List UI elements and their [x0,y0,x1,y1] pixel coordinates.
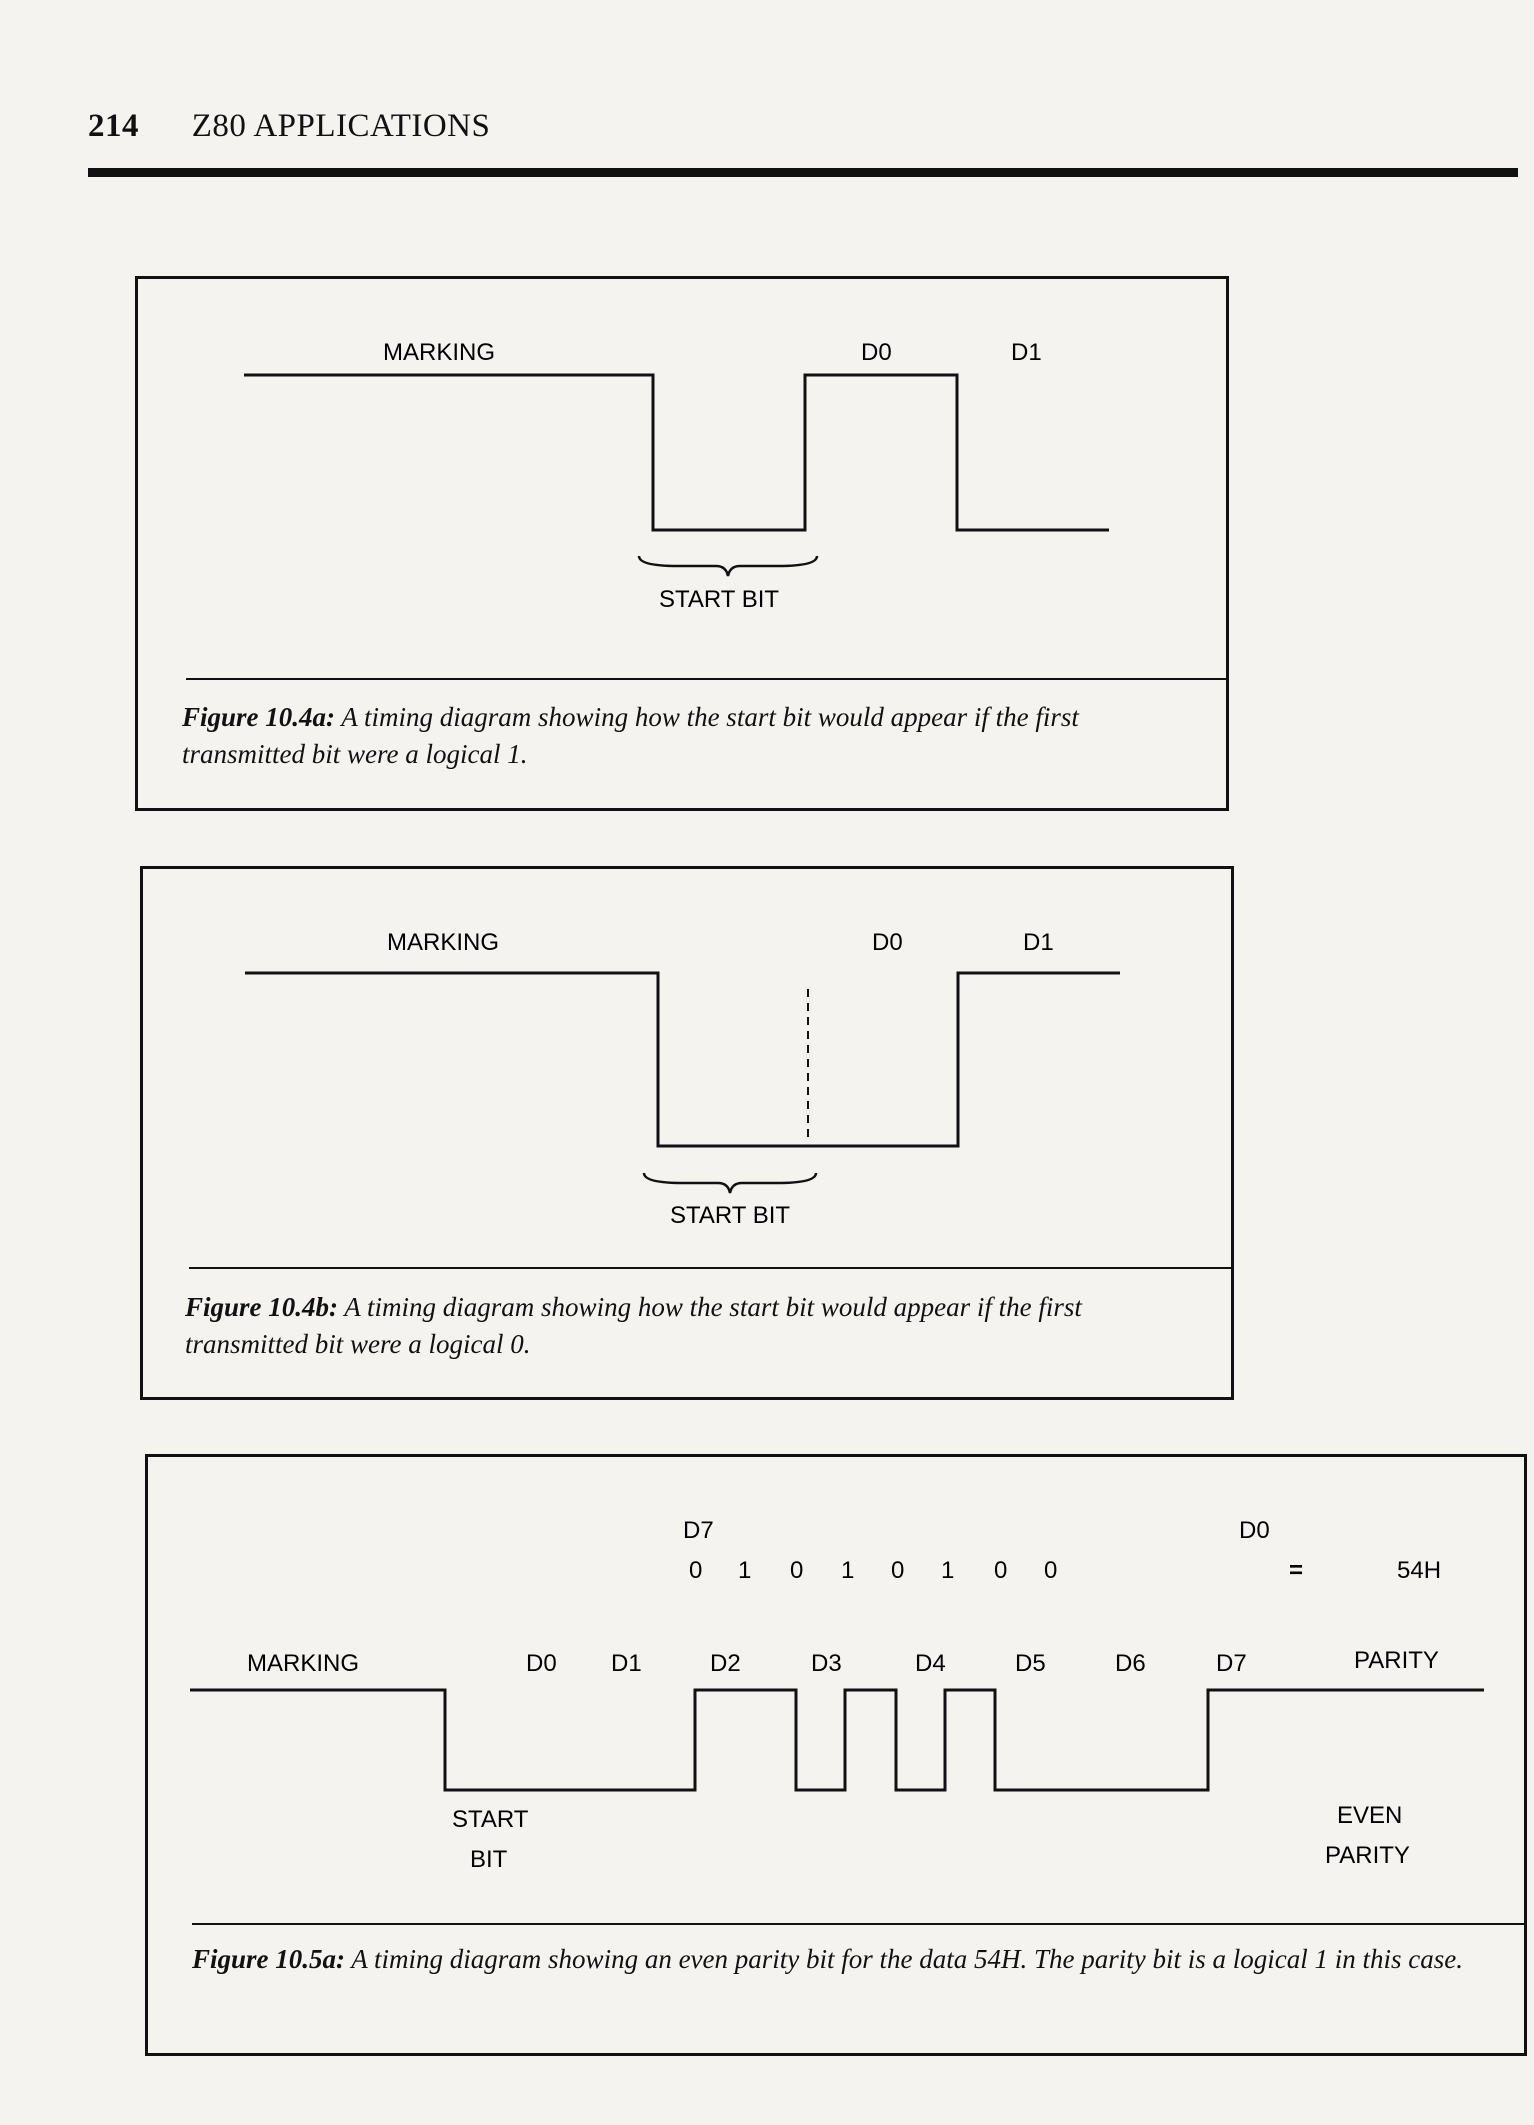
label-d0: D0 [872,929,903,956]
figure-caption: Figure 10.4a: A timing diagram showing h… [182,699,1192,773]
caption-text: A timing diagram showing how the start b… [185,1292,1082,1359]
data-bit: 0 [994,1557,1007,1584]
caption-text: A timing diagram showing how the start b… [182,702,1079,769]
data-bit: 0 [1044,1557,1057,1584]
caption-text: A timing diagram showing an even parity … [351,1944,1463,1974]
data-bit: 1 [941,1557,954,1584]
data-bits-row: 0 1 0 1 0 1 0 0 [689,1557,1057,1584]
figure-caption: Figure 10.5a: A timing diagram showing a… [192,1941,1512,1978]
caption-separator [186,678,1228,680]
label-marking: MARKING [387,929,499,956]
bit-name-d0: D0 [526,1650,557,1677]
caption-label: Figure 10.5a: [192,1944,346,1974]
data-bit: 0 [891,1557,904,1584]
data-bit: 1 [738,1557,751,1584]
label-even-parity: PARITY [1325,1842,1410,1869]
bit-name-d4: D4 [915,1650,946,1677]
figure-10-4a: MARKING D0 D1 START BIT Figure 10.4a: A … [135,276,1229,811]
hex-value: 54H [1397,1557,1441,1584]
start-bit-brace [642,1172,818,1194]
label-even: EVEN [1337,1802,1402,1829]
signal-waveform [244,373,1109,532]
label-start: START [452,1806,529,1833]
bit-name-d2: D2 [710,1650,741,1677]
header-rule [88,168,1518,177]
equals-sign: = [1289,1557,1303,1584]
bit-name-d5: D5 [1015,1650,1046,1677]
running-title: Z80 APPLICATIONS [191,108,491,144]
data-bit: 0 [790,1557,803,1584]
page-number: 214 [88,108,139,144]
label-start-bit: BIT [470,1846,508,1873]
label-lsb: D0 [1239,1517,1270,1544]
bit-name-d6: D6 [1115,1650,1146,1677]
caption-label: Figure 10.4b: [185,1292,339,1322]
bit-name-d1: D1 [611,1650,642,1677]
figure-10-4b: MARKING D0 D1 START BIT Figure 10.4b: A … [140,866,1234,1400]
figure-caption: Figure 10.4b: A timing diagram showing h… [185,1289,1195,1363]
caption-separator [192,1923,1526,1925]
bit-name-d3: D3 [811,1650,842,1677]
caption-label: Figure 10.4a: [182,702,336,732]
signal-waveform [245,971,1120,1148]
caption-separator [189,1267,1231,1269]
label-marking: MARKING [383,339,495,366]
bit-name-d7: D7 [1216,1650,1247,1677]
label-d0: D0 [861,339,892,366]
bit-name-row: D0 D1 D2 D3 D4 D5 D6 D7 [526,1650,1247,1677]
label-start-bit: START BIT [659,586,779,613]
label-marking: MARKING [247,1650,359,1677]
page-header: 214 Z80 APPLICATIONS [88,108,490,145]
signal-waveform [190,1688,1484,1792]
label-start-bit: START BIT [670,1202,790,1229]
label-msb: D7 [683,1517,714,1544]
label-d1: D1 [1011,339,1042,366]
data-bit: 0 [689,1557,702,1584]
label-parity: PARITY [1354,1647,1439,1674]
data-bit: 1 [841,1557,854,1584]
timing-diagram-a: MARKING D0 D1 START BIT [244,339,1109,613]
label-d1: D1 [1023,929,1054,956]
start-bit-brace [637,555,819,577]
timing-diagram-b: MARKING D0 D1 START BIT [245,929,1120,1229]
